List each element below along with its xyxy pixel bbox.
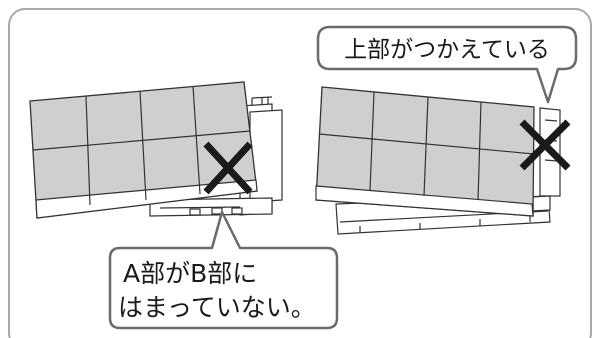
- panel-right: [315, 86, 535, 217]
- callout-bottom-left: A部がB部に はまっていない。: [108, 210, 339, 330]
- right-illustration: [315, 86, 571, 235]
- callout-bottom-left-line2: はまっていない。: [118, 293, 316, 322]
- panel-left: [29, 81, 258, 219]
- callout-bottom-left-line1: A部がB部に: [123, 259, 257, 288]
- cross-mark-right: [519, 119, 571, 171]
- cross-mark-left: [203, 141, 253, 195]
- callout-top-right: 上部がつかえている: [316, 25, 578, 104]
- callout-top-right-text: 上部がつかえている: [344, 37, 550, 63]
- left-illustration: [29, 81, 283, 219]
